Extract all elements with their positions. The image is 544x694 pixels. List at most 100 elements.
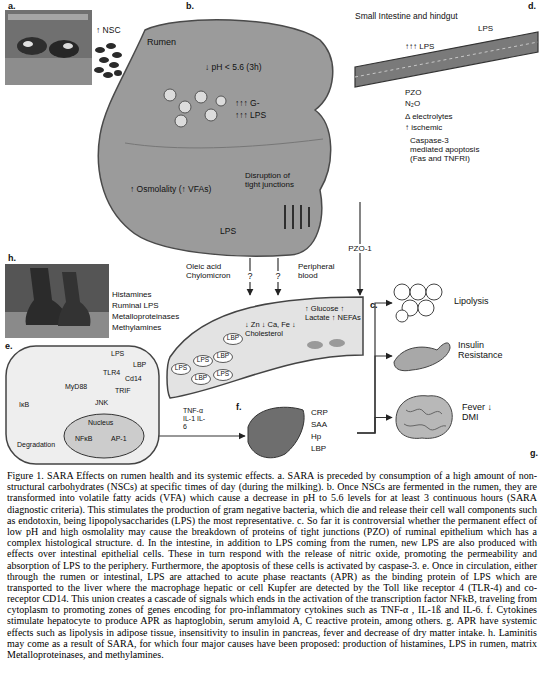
node-text: NFκB	[75, 435, 93, 443]
node-text: ↑ Glucose ↑ Lactate ↑ NEFAs	[305, 305, 361, 322]
adipose-tissue: Lipolysis	[392, 282, 540, 324]
drawn-path	[396, 396, 452, 439]
feed-pellet	[112, 52, 122, 58]
node-text: IκB	[19, 401, 29, 409]
panel-label: Methylamines	[112, 323, 161, 332]
cow-body	[17, 37, 47, 55]
drawn-circle	[418, 300, 434, 316]
node-text: TRIF	[115, 387, 131, 395]
panel-label: Ruminal LPS	[112, 301, 159, 310]
node-text: Fever ↓ DMI	[462, 402, 506, 423]
intestine-panel: Small Intestine and hindgut↑↑↑ LPSLPSPZO…	[350, 12, 540, 202]
edge-label: PZO-1	[347, 244, 373, 253]
node-text: JNK	[95, 399, 108, 407]
drawn-circle	[205, 109, 217, 121]
panel-label: a.	[8, 1, 16, 11]
node-text: LPS	[213, 370, 233, 377]
node-text: AP-1	[111, 435, 127, 443]
lps-particle: LPS	[193, 355, 213, 367]
node-text: Disruption of tight junctions	[245, 171, 307, 189]
node-text: SAA	[311, 420, 327, 429]
lbp-particle: LBP	[191, 373, 211, 385]
drawn-rect	[6, 346, 159, 464]
edge-label: TNF-α IL-1 IL-6	[182, 407, 208, 431]
drawn-path	[98, 20, 332, 256]
node-text: TLR4	[103, 369, 120, 377]
drawn-circle	[410, 284, 426, 300]
connector-arrow	[357, 356, 392, 433]
cell-nucleus: NucleusNFκB AP-1	[63, 413, 145, 459]
node-text: LPS	[220, 227, 236, 237]
node-text: LBP	[191, 374, 211, 381]
node-text: Caspase-3 mediated apoptosis (Fas and TN…	[410, 136, 482, 164]
panel-label: f.	[236, 402, 242, 412]
node-text: Degradation	[17, 441, 55, 449]
node-text: ↑ ischemic	[405, 123, 442, 132]
node-text: LBP	[311, 444, 326, 453]
drawn-circle	[179, 101, 191, 113]
drawn-ellipse	[214, 352, 233, 363]
pancreas-organ: Insulin Resistance	[392, 332, 540, 380]
panel-label: Oleic acid Chylomicron	[186, 262, 236, 280]
panel-label: Peripheral blood	[298, 262, 348, 280]
drawn-ellipse	[214, 370, 233, 381]
node-text: ↑↑↑ LPS	[235, 111, 266, 121]
rumen-outline-shape	[85, 15, 335, 258]
node-text: MyD88	[65, 383, 87, 391]
node-text: LPS	[111, 350, 124, 358]
panel-label: d.	[528, 1, 536, 11]
panel-label: Metalloproteinases	[112, 312, 179, 321]
node-text: ↓ Zn ↓ Ca, Fe ↓ Cholesterol	[245, 321, 297, 338]
node-text: LBP	[213, 352, 233, 359]
panel-label: b.	[186, 1, 194, 11]
panel-label: ↑ NSC	[96, 26, 121, 36]
lps-particle: LPS	[171, 363, 191, 375]
edge-label: ?	[274, 271, 281, 281]
drawn-path	[355, 32, 538, 87]
connector-arrow	[357, 418, 392, 434]
drawn-ellipse	[192, 374, 211, 385]
drawn-path	[394, 343, 450, 371]
brain-organ: Fever ↓ DMI	[392, 390, 540, 445]
drawn-path	[355, 42, 538, 77]
lbp-particle: LBP	[223, 333, 243, 345]
feed-pellet	[109, 62, 119, 68]
drawn-ellipse	[224, 334, 243, 345]
connector-arrow	[145, 435, 245, 436]
drawn-ellipse	[172, 364, 191, 375]
drawn-path	[404, 409, 446, 430]
hoof-photo	[5, 264, 109, 338]
node-text: Hp	[311, 432, 321, 441]
photo-rail	[8, 14, 88, 20]
drawn-path	[285, 205, 309, 229]
node-text: Rumen	[147, 37, 176, 47]
panel-label: g.	[530, 448, 538, 458]
macrophage-cell: LPSLBPTLR4Cd14TRIFMyD88IκBJNKDegradation…	[5, 345, 160, 465]
node-text: ↓ pH < 5.6 (3h)	[205, 63, 261, 73]
feed-pellet	[106, 43, 116, 49]
drawn-circle	[394, 284, 410, 300]
node-text: ↑↑↑ G-	[235, 99, 260, 109]
liver-organ: CRPSAAHpLBP	[245, 402, 357, 464]
hoof-shape	[58, 272, 91, 326]
feed-pellet	[103, 72, 113, 78]
drawn-ellipse	[307, 341, 323, 349]
panel-label: h.	[8, 253, 16, 263]
cow-patch	[23, 41, 33, 47]
drawn-ellipse	[329, 339, 345, 347]
figure-caption: Figure 1. SARA Effects on rumen health a…	[7, 470, 537, 660]
lbp-particle: LBP	[213, 351, 233, 363]
feed-pellet	[114, 70, 122, 76]
drawn-ellipse	[194, 356, 213, 367]
node-text: LPS	[171, 364, 191, 371]
edge-label: ?	[246, 271, 253, 281]
drawn-circle	[164, 89, 176, 101]
cow-body	[49, 40, 79, 58]
drawn-circle	[396, 310, 408, 322]
drawn-circle	[426, 284, 442, 300]
node-text: Small Intestine and hindgut	[355, 12, 458, 22]
feed-pellet	[94, 67, 104, 73]
node-text: LPS	[478, 24, 493, 33]
node-text: Nucleus	[88, 419, 113, 427]
